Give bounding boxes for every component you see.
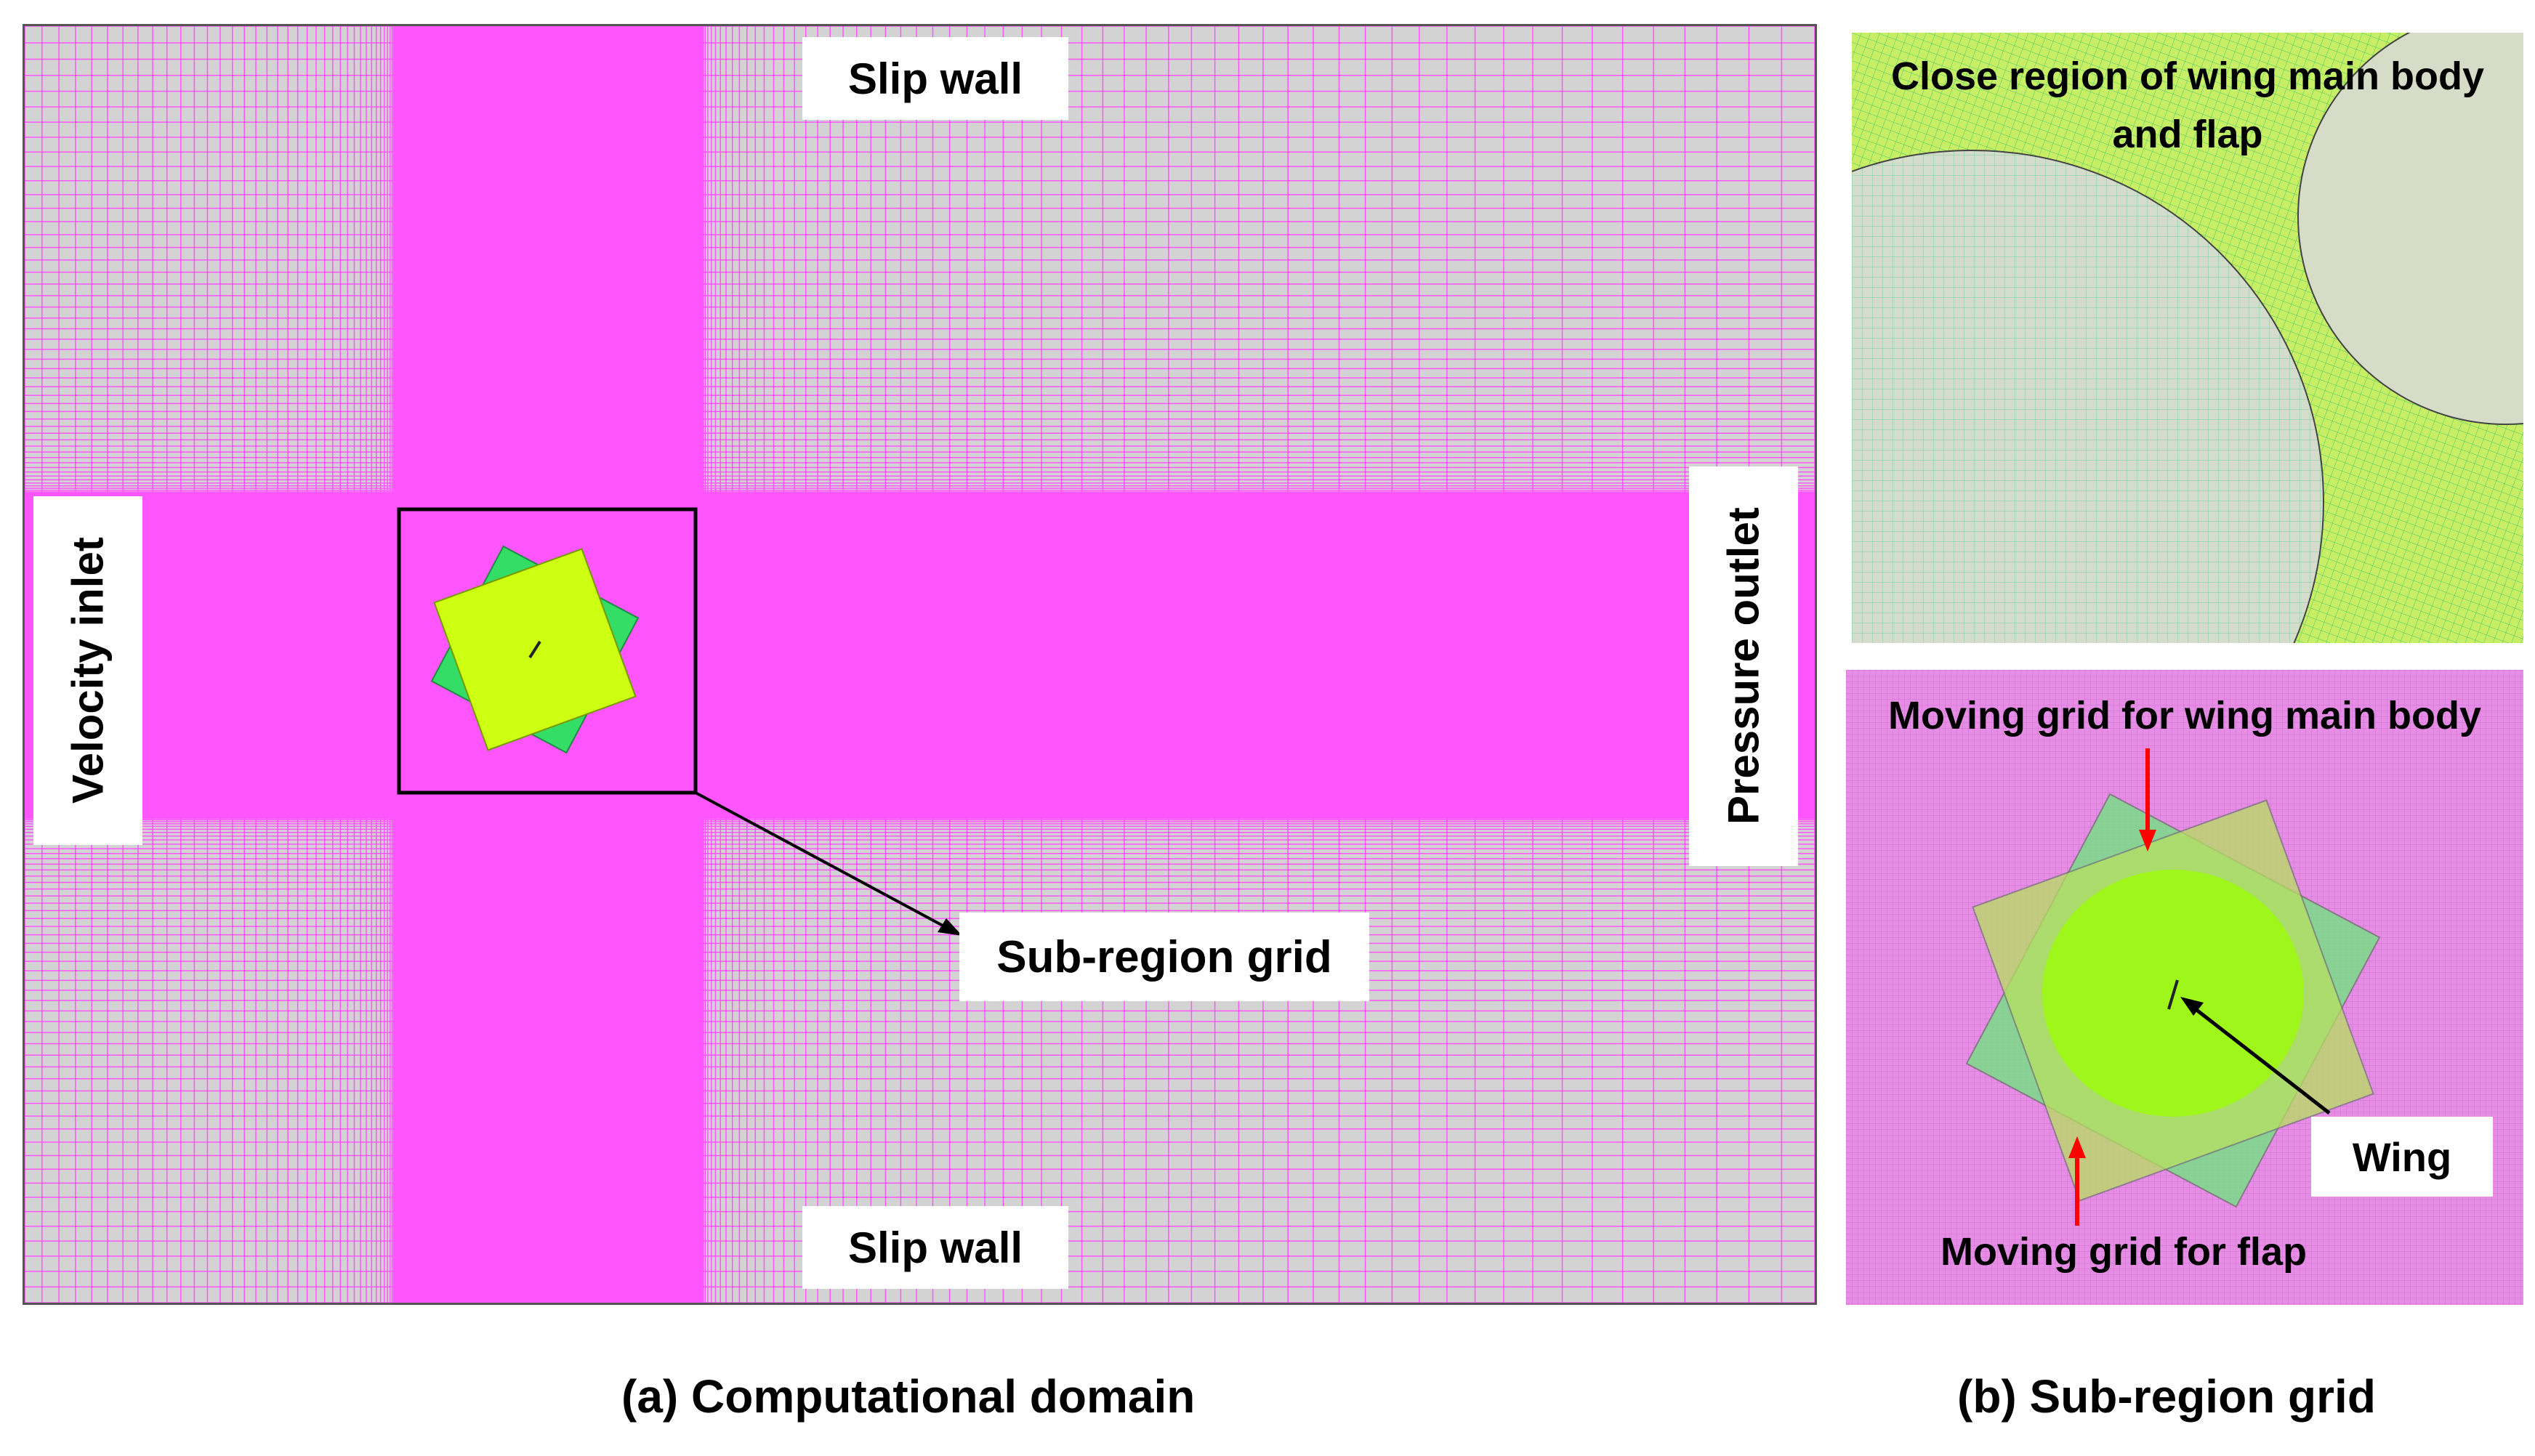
moving-grid-panel: Moving grid for wing main body Moving gr… [1846,670,2523,1305]
closeup-label-line2: and flap [2112,113,2263,156]
main-body-grid-label: Moving grid for wing main body [1888,694,2481,737]
subregion-callout-label: Sub-region grid [959,913,1369,1001]
callout-arrowhead [938,918,962,936]
subregion-caption: (b) Sub-region grid [1957,1370,2376,1423]
wing-arrowhead [2180,997,2204,1016]
flap-grid-label: Moving grid for flap [1940,1230,2307,1274]
refined-horizontal-band [25,493,1815,817]
overset-grids [1965,793,2381,1208]
main-body-arrowhead [2139,830,2156,852]
moving-grid-plot [1846,670,2523,1305]
top-boundary-label: Slip wall [802,37,1068,120]
wing-main-body-circle [2297,33,2523,425]
closeup-label: Close region of wing main body and flap [1852,47,2523,163]
wing-mark [528,640,541,659]
callout-arrow-line [695,791,956,934]
domain-grid-plot [25,26,1815,1303]
left-boundary-label: Velocity inlet [33,496,142,845]
flap-arrowhead [2068,1136,2086,1158]
wing-arrow-line [2188,1003,2331,1115]
subregion-box [397,507,698,795]
closeup-label-line1: Close region of wing main body [1890,54,2485,98]
right-boundary-label: Pressure outlet [1689,466,1798,866]
bottom-boundary-label: Slip wall [802,1206,1068,1289]
subregion-overset-grids [430,545,640,754]
wing-label: Wing [2311,1117,2493,1197]
flap-circle [1852,150,2324,643]
domain-caption: (a) Computational domain [621,1370,1196,1423]
closeup-grid-panel: Close region of wing main body and flap [1852,33,2523,643]
computational-domain-panel: Slip wall Slip wall Velocity inlet Press… [23,24,1817,1305]
closeup-grid-plot [1852,33,2523,643]
wing-mark [2167,979,2179,1010]
